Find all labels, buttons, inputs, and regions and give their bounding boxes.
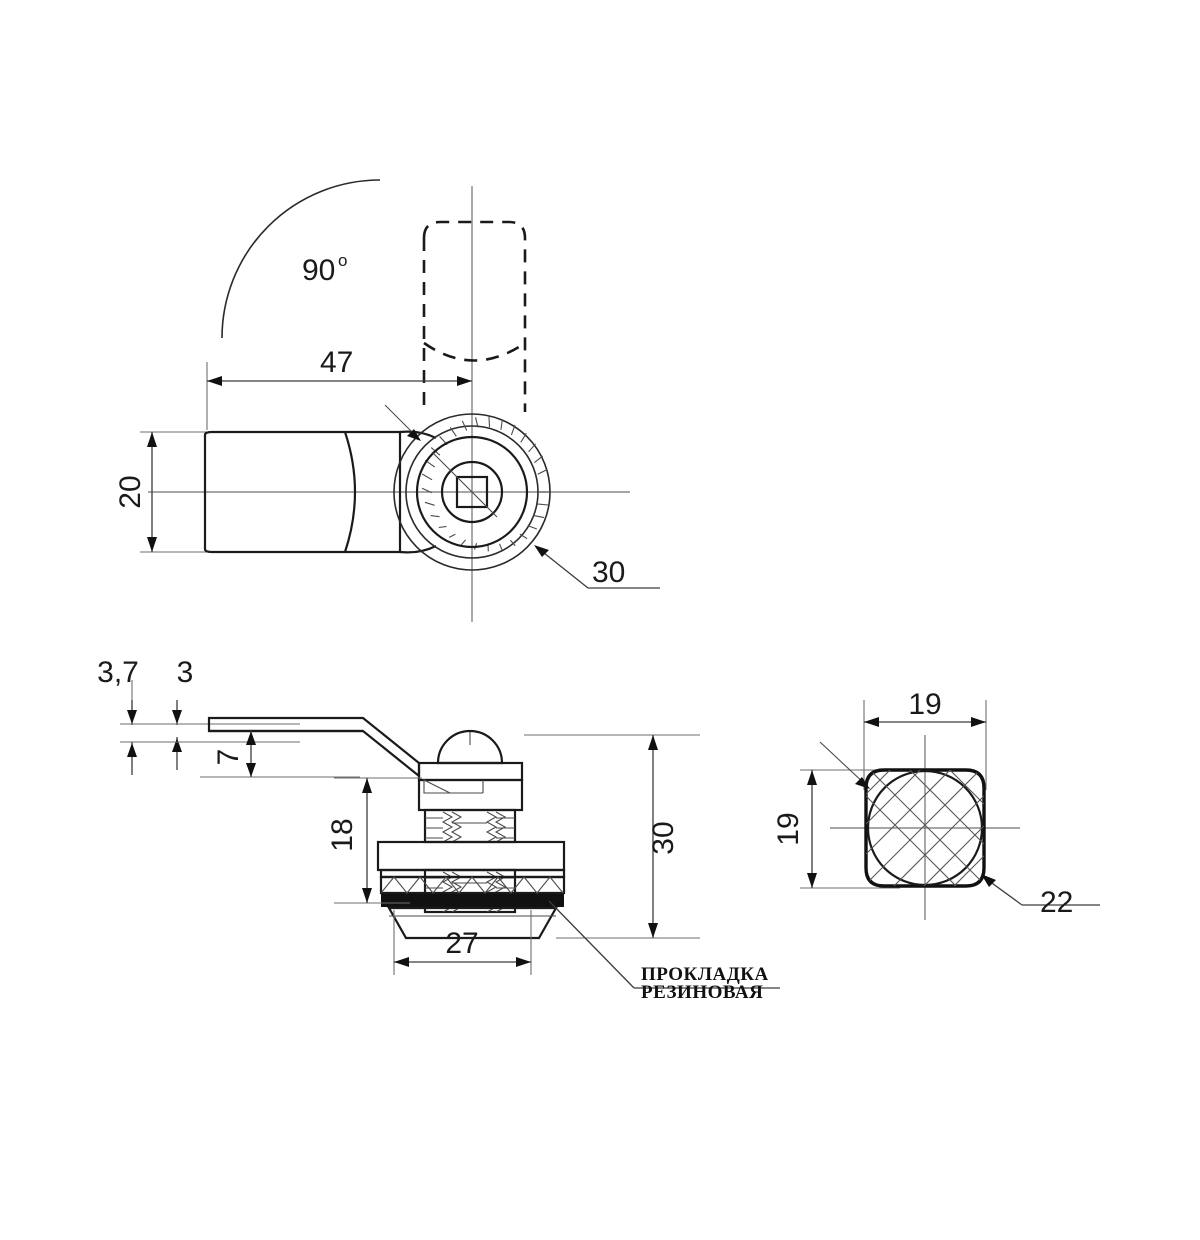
head-notch-detail — [423, 779, 451, 794]
cam-section-squircle — [864, 768, 986, 888]
top-view: 90 o 47 20 — [114, 179, 660, 622]
dim-27-arrow-right — [516, 957, 531, 967]
square-drive-socket — [455, 475, 489, 509]
dim-27-arrow-left — [394, 957, 409, 967]
dim-label-30-side: 30 — [647, 821, 680, 854]
section-view: 19 19 — [772, 688, 1100, 920]
rotation-arc-90deg — [221, 179, 381, 339]
dim-3-7-arrow-bottom — [127, 743, 137, 757]
dim-47-arrow-left — [207, 376, 222, 386]
dim-30-side-arrow-top — [648, 735, 658, 750]
dome-cap — [436, 729, 504, 765]
dim-19v-arrow-bottom — [807, 873, 817, 888]
handle-neck-bottom — [399, 545, 437, 554]
cam-diagonal-marker — [431, 451, 498, 518]
handle-rotated-outline-right — [422, 220, 527, 412]
dim-19v-arrow-top — [807, 770, 817, 785]
gasket-label-line1: ПРОКЛАДКА — [641, 964, 769, 985]
lock-base-trapezoid — [387, 906, 558, 940]
section-pointer-arrow — [855, 777, 870, 789]
dim-label-30-top: 30 — [592, 556, 625, 589]
dim-label-18: 18 — [326, 818, 359, 851]
dim-label-47: 47 — [320, 346, 353, 379]
angle-degree-superscript: o — [338, 251, 347, 270]
dim-47-arrow-right — [457, 376, 472, 386]
rubber-gasket — [381, 894, 564, 907]
dim-3-arrow-top — [172, 710, 182, 724]
section-hatching — [866, 770, 984, 886]
dim-22-leader-arrow — [981, 874, 996, 887]
handle-rotated-tip-curve — [423, 341, 526, 362]
dim-30-leader-line — [538, 548, 589, 589]
gasket-label-line2: РЕЗИНОВАЯ — [641, 982, 763, 1003]
dim-19h-arrow-right — [971, 717, 986, 727]
dim-label-19-vertical: 19 — [772, 812, 805, 845]
dim-20-arrow-bottom — [147, 537, 157, 552]
dim-3-arrow-bottom — [172, 738, 182, 752]
dim-7-arrow-top — [246, 731, 256, 745]
dim-label-20: 20 — [114, 475, 147, 508]
dim-label-3-7: 3,7 — [97, 656, 139, 689]
dim-label-7: 7 — [212, 749, 245, 766]
dim-18-arrow-top — [362, 778, 372, 793]
side-view: 3,7 3 7 — [97, 656, 780, 1003]
dim-label-19-horizontal: 19 — [908, 688, 941, 721]
dim-7-arrow-bottom — [246, 763, 256, 777]
handle-taper-curve — [343, 431, 357, 553]
angle-label-90: 90 — [302, 254, 335, 287]
dim-18-arrow-bottom — [362, 888, 372, 903]
dim-label-3: 3 — [177, 656, 194, 689]
dim-30-side-arrow-bottom — [648, 923, 658, 938]
dim-30-leader-arrow — [534, 545, 549, 557]
cam-body-circle — [415, 435, 529, 549]
serrated-washer-teeth — [380, 876, 564, 894]
dim-19h-arrow-left — [864, 717, 879, 727]
dim-label-27: 27 — [445, 927, 478, 960]
thread-upper-zigzag — [425, 811, 515, 843]
dim-label-22: 22 — [1040, 886, 1073, 919]
dim-3-7-arrow-top — [127, 710, 137, 724]
gasket-callout-leader — [548, 900, 635, 989]
handle-neck-top — [399, 430, 437, 439]
serrated-washer-band — [379, 875, 566, 895]
knurl-pointer-arrow — [407, 429, 421, 441]
cam-hub-circle — [440, 460, 504, 524]
dim-20-arrow-top — [147, 432, 157, 447]
section-pointer-leader — [819, 741, 867, 786]
